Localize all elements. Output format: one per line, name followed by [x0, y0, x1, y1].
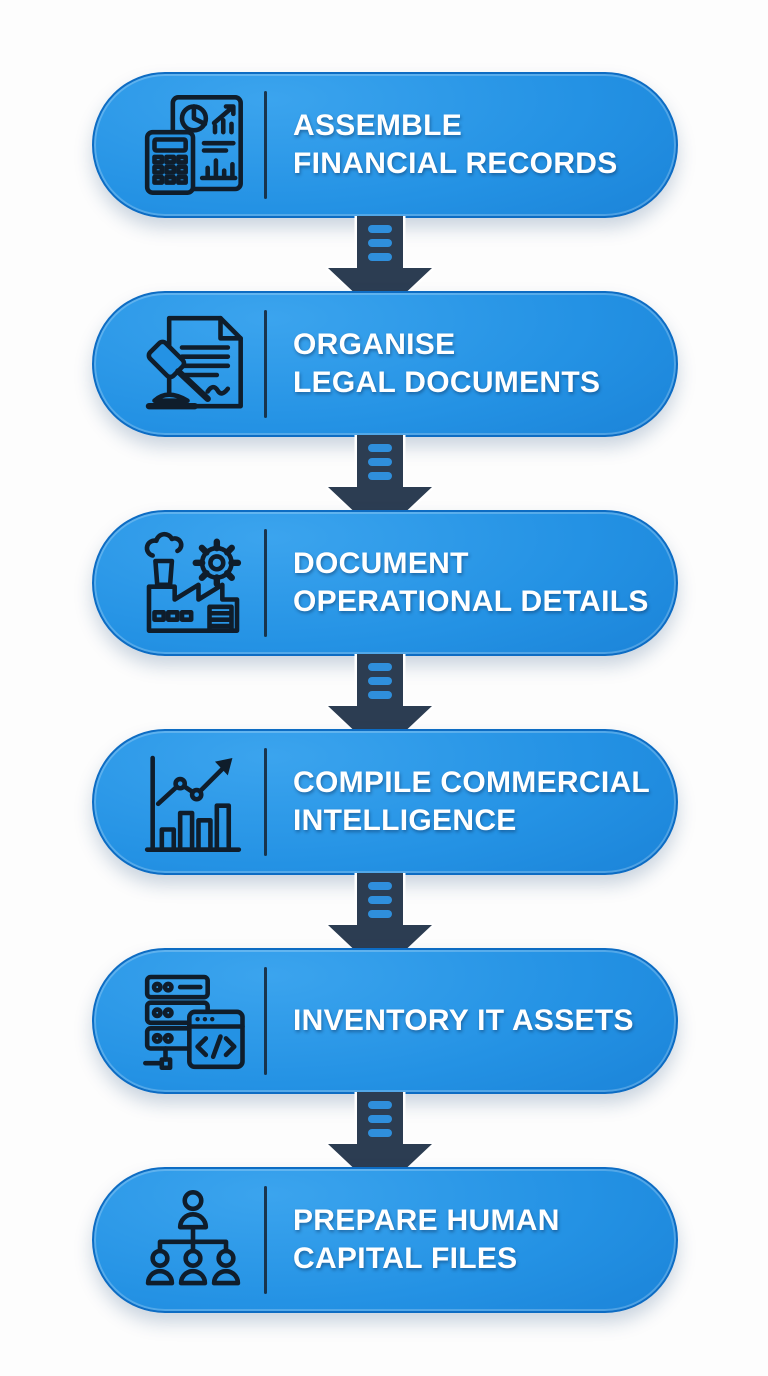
- it-servers-code-icon: [134, 965, 252, 1077]
- growth-chart-icon: [134, 746, 252, 858]
- step-label-line: CAPITAL FILES: [293, 1242, 518, 1275]
- step-pill-6: PREPARE HUMAN CAPITAL FILES: [92, 1167, 678, 1313]
- pill-divider: [264, 1186, 267, 1294]
- step-label-line: ASSEMBLE: [293, 109, 463, 142]
- step-label-line: PREPARE HUMAN: [293, 1204, 560, 1237]
- step-pill-4: COMPILE COMMERCIAL INTELLIGENCE: [92, 729, 678, 875]
- step-pill-3: DOCUMENT OPERATIONAL DETAILS: [92, 510, 678, 656]
- operations-factory-icon: [134, 527, 252, 639]
- step-label-line: FINANCIAL RECORDS: [293, 147, 618, 180]
- step-label-line: ORGANISE: [293, 328, 456, 361]
- step-label-line: INVENTORY IT ASSETS: [293, 1004, 634, 1037]
- pill-divider: [264, 529, 267, 637]
- step-label-line: OPERATIONAL DETAILS: [293, 585, 649, 618]
- pill-divider: [264, 967, 267, 1075]
- step-pill-5: INVENTORY IT ASSETS: [92, 948, 678, 1094]
- legal-documents-icon: [134, 308, 252, 420]
- step-label-6: PREPARE HUMAN CAPITAL FILES: [293, 1202, 584, 1278]
- step-label-4: COMPILE COMMERCIAL INTELLIGENCE: [293, 764, 674, 840]
- step-label-2: ORGANISE LEGAL DOCUMENTS: [293, 326, 624, 402]
- step-label-5: INVENTORY IT ASSETS: [293, 1002, 658, 1040]
- pill-divider: [264, 91, 267, 199]
- financial-records-icon: [134, 89, 252, 201]
- step-pill-2: ORGANISE LEGAL DOCUMENTS: [92, 291, 678, 437]
- step-label-3: DOCUMENT OPERATIONAL DETAILS: [293, 545, 673, 621]
- step-label-line: INTELLIGENCE: [293, 804, 517, 837]
- step-label-line: LEGAL DOCUMENTS: [293, 366, 601, 399]
- step-label-1: ASSEMBLE FINANCIAL RECORDS: [293, 107, 642, 183]
- step-label-line: COMPILE COMMERCIAL: [293, 766, 651, 799]
- step-label-line: DOCUMENT: [293, 547, 469, 580]
- step-pill-1: ASSEMBLE FINANCIAL RECORDS: [92, 72, 678, 218]
- org-chart-people-icon: [134, 1184, 252, 1296]
- pill-divider: [264, 310, 267, 418]
- pill-divider: [264, 748, 267, 856]
